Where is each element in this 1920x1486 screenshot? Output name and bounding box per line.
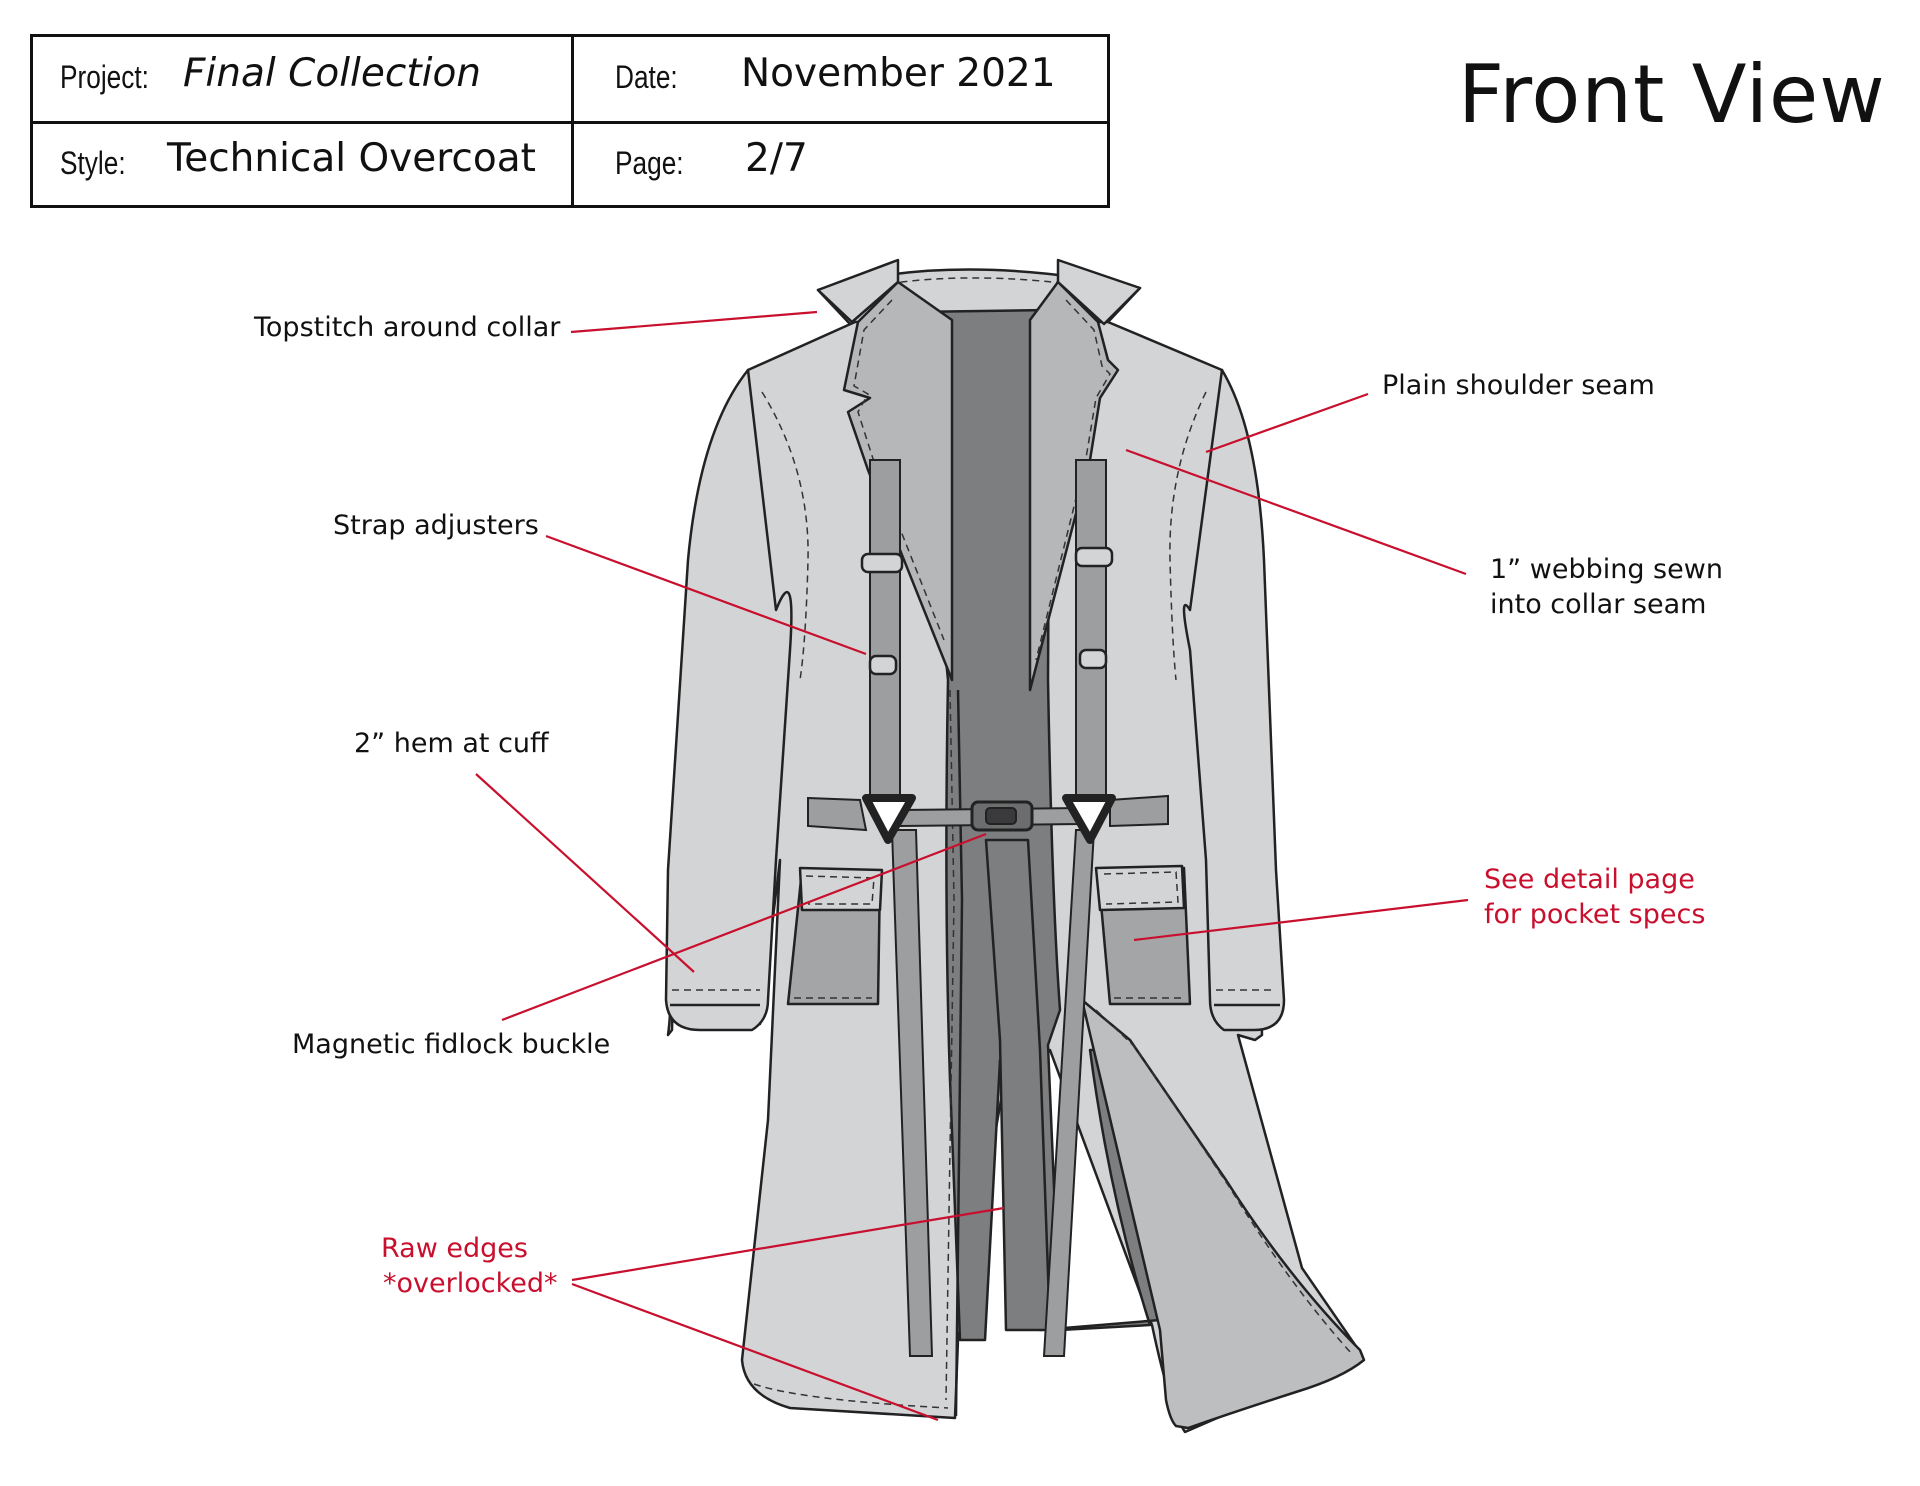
callout-raw-edges-line2: *overlocked* [383,1268,558,1299]
left-strap-tail [890,829,934,1357]
strap-adjuster [1078,648,1108,670]
callout-webbing-line2: into collar seam [1490,589,1707,620]
leader-raw-edges-lower [571,1282,939,1422]
leader-raw-edges-upper [571,1206,1005,1282]
strap-adjuster [860,552,904,574]
leader-pocket-specs [1133,898,1469,942]
callout-webbing-line1: 1” webbing sewn [1490,554,1723,585]
right-pocket-flap [1094,864,1186,912]
callout-pocket-line2: for pocket specs [1484,899,1706,930]
page-label: Page: [615,145,684,181]
callout-pocket-line1: See detail page [1484,864,1695,895]
date-label: Date: [615,59,678,95]
right-lapel [1028,280,1120,692]
callout-topstitch-collar: Topstitch around collar [254,312,561,343]
leader-hem-cuff [475,773,695,973]
left-sleeve [664,368,793,1032]
project-value: Final Collection [183,51,482,96]
date-value: November 2021 [741,51,1056,96]
right-collar-point [1056,258,1142,326]
table-divider [33,121,1107,124]
style-value: Technical Overcoat [167,136,536,181]
project-label: Project: [60,59,149,95]
page-title: Front View [1458,48,1886,141]
callout-plain-shoulder-seam: Plain shoulder seam [1382,370,1655,401]
leader-webbing [1125,448,1467,576]
leader-shoulder-seam [1205,392,1369,454]
strap-adjuster [1074,546,1114,568]
leader-buckle [501,832,987,1022]
waist-belt-left [807,796,868,832]
triangle-ring-right [1062,794,1116,844]
leader-topstitch-collar [570,310,818,334]
style-label: Style: [60,145,126,181]
callout-raw-edges-line1: Raw edges [381,1233,528,1264]
page-value: 2/7 [745,136,808,181]
info-table: Project: Final Collection Date: November… [30,34,1110,208]
triangle-ring-left [862,794,916,844]
callout-hem-cuff: 2” hem at cuff [354,728,549,759]
leader-lines [475,310,1469,1422]
right-strap [1075,459,1107,806]
callout-strap-adjusters: Strap adjusters [333,510,539,541]
left-strap [869,459,901,806]
leader-strap-adjusters [545,534,867,656]
waist-belt-right [1109,794,1169,828]
right-front-facing [1080,998,1366,1430]
strap-adjuster [868,654,898,676]
callout-buckle: Magnetic fidlock buckle [292,1029,611,1060]
left-collar-point [816,258,900,324]
right-sleeve [1182,368,1286,1032]
